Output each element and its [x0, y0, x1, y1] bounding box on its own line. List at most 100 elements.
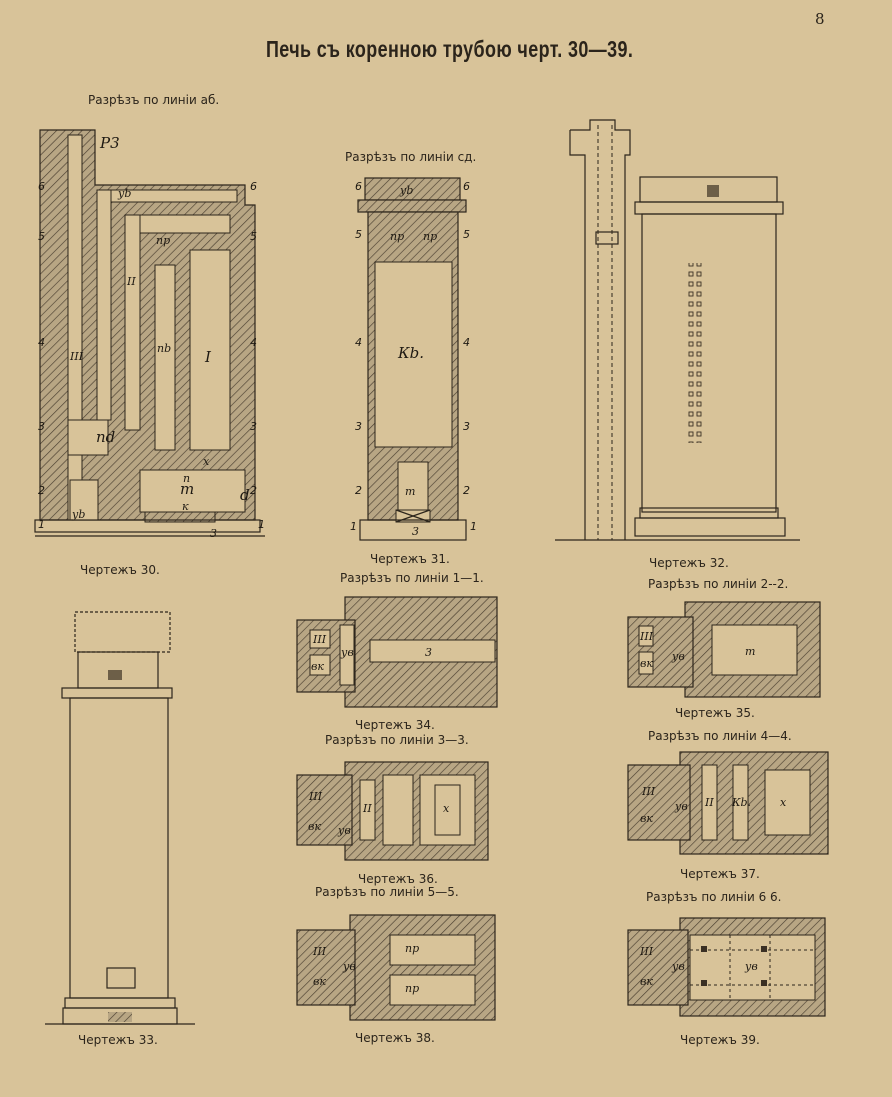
- caption-34: Чертежъ 34.: [355, 718, 435, 732]
- level-1-r-31: 1: [470, 520, 477, 533]
- level-5-left: 5: [38, 230, 45, 243]
- level-5-r-31: 5: [463, 228, 470, 241]
- drawing-32: [555, 119, 800, 541]
- level-5-l-31: 5: [355, 228, 362, 241]
- level-1-left: 1: [38, 518, 45, 531]
- page-number: 8: [815, 10, 825, 28]
- level-6-right: 6: [250, 180, 257, 193]
- label-z: 3: [210, 527, 217, 540]
- label-x-37: х: [780, 796, 787, 809]
- label-ii: II: [126, 275, 136, 288]
- level-3-right: 3: [250, 420, 257, 433]
- label-m-35: т: [745, 645, 755, 658]
- label-iii-34: III: [312, 633, 327, 646]
- level-6-l-31: 6: [355, 180, 362, 193]
- label-iii-37: III: [641, 785, 656, 798]
- drawing-39: III вк ув ув: [627, 917, 826, 1017]
- label-vk-37: вк: [640, 812, 653, 825]
- label-yb2: уb: [71, 508, 85, 521]
- label-z-31: 3: [412, 525, 419, 538]
- label-iii-38: III: [312, 945, 327, 958]
- section-label-31: Разрѣзъ по линіи сд.: [345, 150, 477, 164]
- label-np-31: пр: [390, 230, 404, 243]
- label-uv-34: ув: [340, 646, 354, 659]
- level-6-left: 6: [38, 180, 45, 193]
- label-vk-34: вк: [311, 660, 324, 673]
- label-vk-38: вк: [313, 975, 326, 988]
- label-vk-36: вк: [308, 820, 321, 833]
- level-5-right: 5: [250, 230, 257, 243]
- caption-33: Чертежъ 33.: [78, 1033, 158, 1047]
- caption-38: Чертежъ 38.: [355, 1031, 435, 1045]
- label-m-31: т: [405, 485, 415, 498]
- section-label-35: Разрѣзъ по линіи 2--2.: [648, 577, 789, 591]
- label-vk-35: вк: [640, 657, 653, 670]
- level-3-left: 3: [38, 420, 45, 433]
- label-uv-35: ув: [671, 650, 685, 663]
- level-2-left: 2: [38, 484, 45, 497]
- caption-39: Чертежъ 39.: [680, 1033, 760, 1047]
- caption-37: Чертежъ 37.: [680, 867, 760, 881]
- level-2-right: 2: [250, 484, 257, 497]
- drawing-30: Р3 уb пр II III пb I пd х п т к d уb 3 6…: [34, 129, 265, 540]
- label-nd: пd: [96, 428, 115, 446]
- caption-36: Чертежъ 36.: [358, 872, 438, 886]
- label-x: х: [203, 455, 210, 468]
- level-4-l-31: 4: [355, 336, 362, 349]
- label-iii: III: [69, 350, 84, 363]
- label-vk-39: вк: [640, 975, 653, 988]
- level-3-r-31: 3: [463, 420, 470, 433]
- label-yb: уb: [117, 187, 131, 200]
- section-label-30: Разрѣзъ по линіи аб.: [88, 93, 220, 107]
- level-4-right: 4: [250, 336, 257, 349]
- label-k: к: [182, 500, 189, 513]
- label-np-38a: пр: [405, 942, 419, 955]
- caption-32: Чертежъ 32.: [649, 556, 729, 570]
- label-ii-36: II: [362, 802, 372, 815]
- caption-31: Чертежъ 31.: [370, 552, 450, 566]
- label-yb-31: уb: [399, 184, 413, 197]
- drawing-35: III вк ув т: [627, 601, 821, 698]
- label-ii-37: II: [704, 796, 714, 809]
- level-4-left: 4: [38, 336, 45, 349]
- label-uv-37: ув: [674, 800, 688, 813]
- section-label-36: Разрѣзъ по линіи 3—3.: [325, 733, 469, 747]
- level-2-l-31: 2: [355, 484, 362, 497]
- label-kv-37: Кb.: [731, 796, 751, 809]
- label-rz: Р3: [99, 134, 120, 152]
- level-1-l-31: 1: [350, 520, 357, 533]
- label-iii-36: III: [308, 790, 323, 803]
- label-iii-35: III: [639, 630, 654, 643]
- drawing-34: III вк ув 3: [296, 596, 498, 708]
- level-4-r-31: 4: [463, 336, 470, 349]
- label-x-36: х: [443, 802, 450, 815]
- label-uv-38: ув: [342, 960, 356, 973]
- section-label-37: Разрѣзъ по линіи 4—4.: [648, 729, 792, 743]
- label-np-38b: пр: [405, 982, 419, 995]
- level-3-l-31: 3: [355, 420, 362, 433]
- section-label-39: Разрѣзъ по линіи 6 6.: [646, 890, 782, 904]
- label-np: пр: [156, 234, 170, 247]
- label-kb-31: Кb.: [397, 344, 424, 362]
- label-i: I: [204, 348, 212, 366]
- label-uv-39a: ув: [671, 960, 685, 973]
- drawing-38: III вк ув пр пр: [296, 914, 496, 1021]
- page-title: Печь съ коренною трубою черт. 30—39.: [266, 36, 634, 62]
- drawing-31: уb пр пр Кb. т 3 6 6 5 5 4 4 3 3 2 2 1 1: [350, 177, 477, 541]
- caption-35: Чертежъ 35.: [675, 706, 755, 720]
- level-6-r-31: 6: [463, 180, 470, 193]
- level-1-right: 1: [258, 518, 265, 531]
- label-z-34: 3: [425, 646, 432, 659]
- label-n: п: [183, 472, 190, 485]
- label-m: т: [180, 480, 194, 498]
- section-label-38: Разрѣзъ по линіи 5—5.: [315, 885, 459, 899]
- section-label-34: Разрѣзъ по линіи 1—1.: [340, 571, 484, 585]
- label-d: d: [240, 486, 250, 504]
- drawing-33: [45, 611, 195, 1025]
- label-iii-39: III: [639, 945, 654, 958]
- level-2-r-31: 2: [463, 484, 470, 497]
- drawing-37: III вк ув II Кb. х: [627, 751, 829, 855]
- drawing-36: III вк ув II х: [296, 761, 489, 861]
- label-uv-36: ув: [337, 824, 351, 837]
